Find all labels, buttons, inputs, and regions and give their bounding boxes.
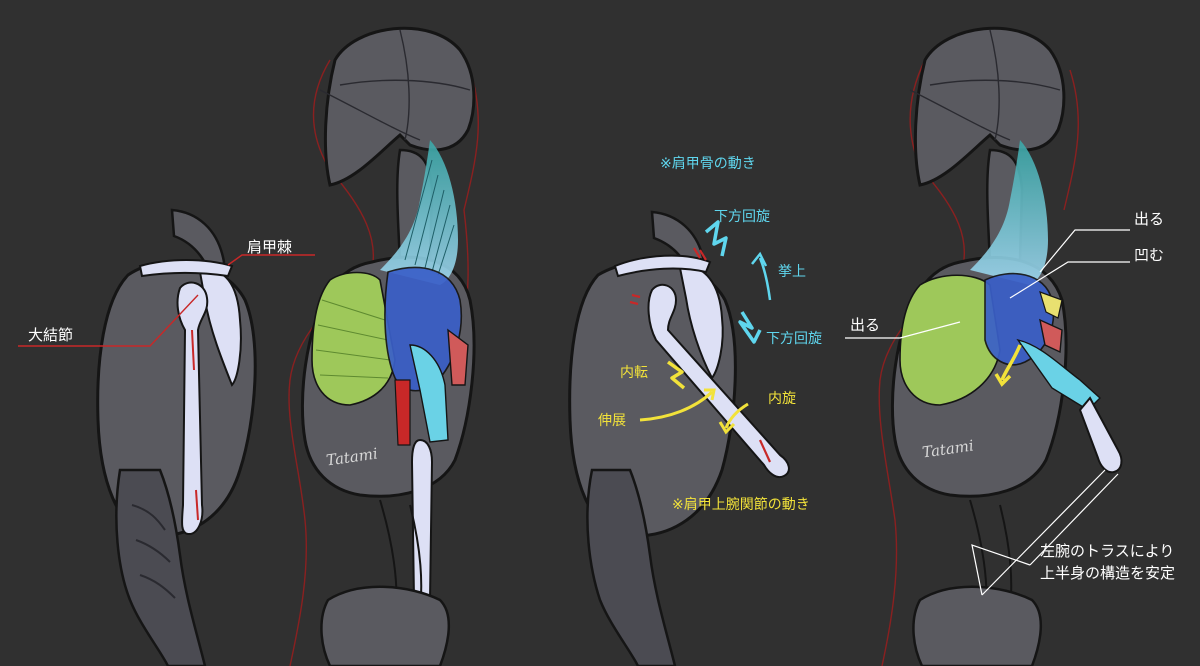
label-truss-line-1: 左腕のトラスにより [1040, 542, 1175, 560]
extension-arrow [639, 388, 716, 422]
head-shape [323, 26, 476, 187]
down-rotation-arrow-1 [704, 220, 728, 257]
label-greater-tubercle: 大結節 [28, 326, 74, 344]
label-adduction: 内転 [620, 365, 648, 381]
rotation-arrow-4 [994, 344, 1022, 387]
red-marks-3 [629, 247, 772, 463]
label-truss-line-2: 上半身の構造を安定 [1040, 564, 1176, 582]
leader-line-dent [1009, 261, 1130, 299]
figure-muscles-annotated [845, 26, 1130, 666]
humerus-shape [176, 281, 209, 535]
label-elevation: 挙上 [778, 264, 806, 280]
scapula-shape [198, 269, 242, 387]
serratus-muscle-4 [899, 274, 1001, 406]
label-joint-movement-note: ※肩甲上腕関節の動き [672, 497, 810, 513]
tubercle-leader-line [18, 294, 199, 347]
clavicle-shape [138, 259, 234, 278]
yellow-patch-4 [1039, 291, 1063, 319]
leader-line-out-2 [845, 321, 961, 339]
serratus-fibers [315, 299, 391, 379]
pelvis-shape-4 [912, 585, 1043, 666]
label-extension: 伸展 [598, 413, 626, 429]
internal-rotation-arrow [718, 402, 749, 435]
head-shape-4 [913, 26, 1066, 187]
figure-muscles [288, 26, 479, 666]
biceps-muscle [409, 344, 449, 443]
scapula-shape-3 [678, 266, 724, 380]
trapezius-muscle-4 [970, 140, 1048, 285]
label-protrude-1: 出る [1134, 210, 1165, 228]
humerus-red-mark [191, 329, 199, 521]
adduction-arrow [666, 360, 686, 390]
down-rotation-arrow-2 [738, 311, 762, 344]
label-internal-rotation: 内旋 [768, 391, 796, 407]
clavicle-shape-3 [613, 254, 712, 278]
elevation-arrow [751, 251, 772, 301]
teres-muscle [447, 328, 469, 386]
humerus-shape-3 [647, 283, 790, 478]
label-downward-rotation-2: 下方回旋 [766, 331, 822, 347]
head-construct-lines [319, 29, 471, 141]
label-dent: 凹む [1134, 246, 1165, 264]
label-protrude-2: 出る [850, 316, 881, 334]
figure-movements [568, 210, 790, 666]
spine-column-shape-3 [586, 468, 677, 666]
label-scapula-movement-note: ※肩甲骨の動き [660, 156, 756, 172]
teres-muscle-4 [1039, 318, 1063, 354]
figure-skeleton [18, 208, 315, 666]
forearm-bone-4 [1078, 396, 1123, 474]
lumbar-detail [131, 504, 176, 599]
arm-red-strip [394, 379, 411, 446]
label-scapular-spine: 肩甲棘 [247, 238, 293, 256]
spine-column-shape [115, 468, 207, 666]
label-downward-rotation-1: 下方回旋 [714, 209, 770, 225]
serratus-muscle [311, 271, 396, 406]
head-construct-lines-4 [909, 29, 1061, 141]
pelvis-shape [320, 585, 451, 666]
leader-line-out-1 [1039, 229, 1130, 273]
spine-leader-line [227, 254, 315, 266]
truss-lines [971, 469, 1119, 596]
trapezius-fibers [404, 159, 455, 276]
